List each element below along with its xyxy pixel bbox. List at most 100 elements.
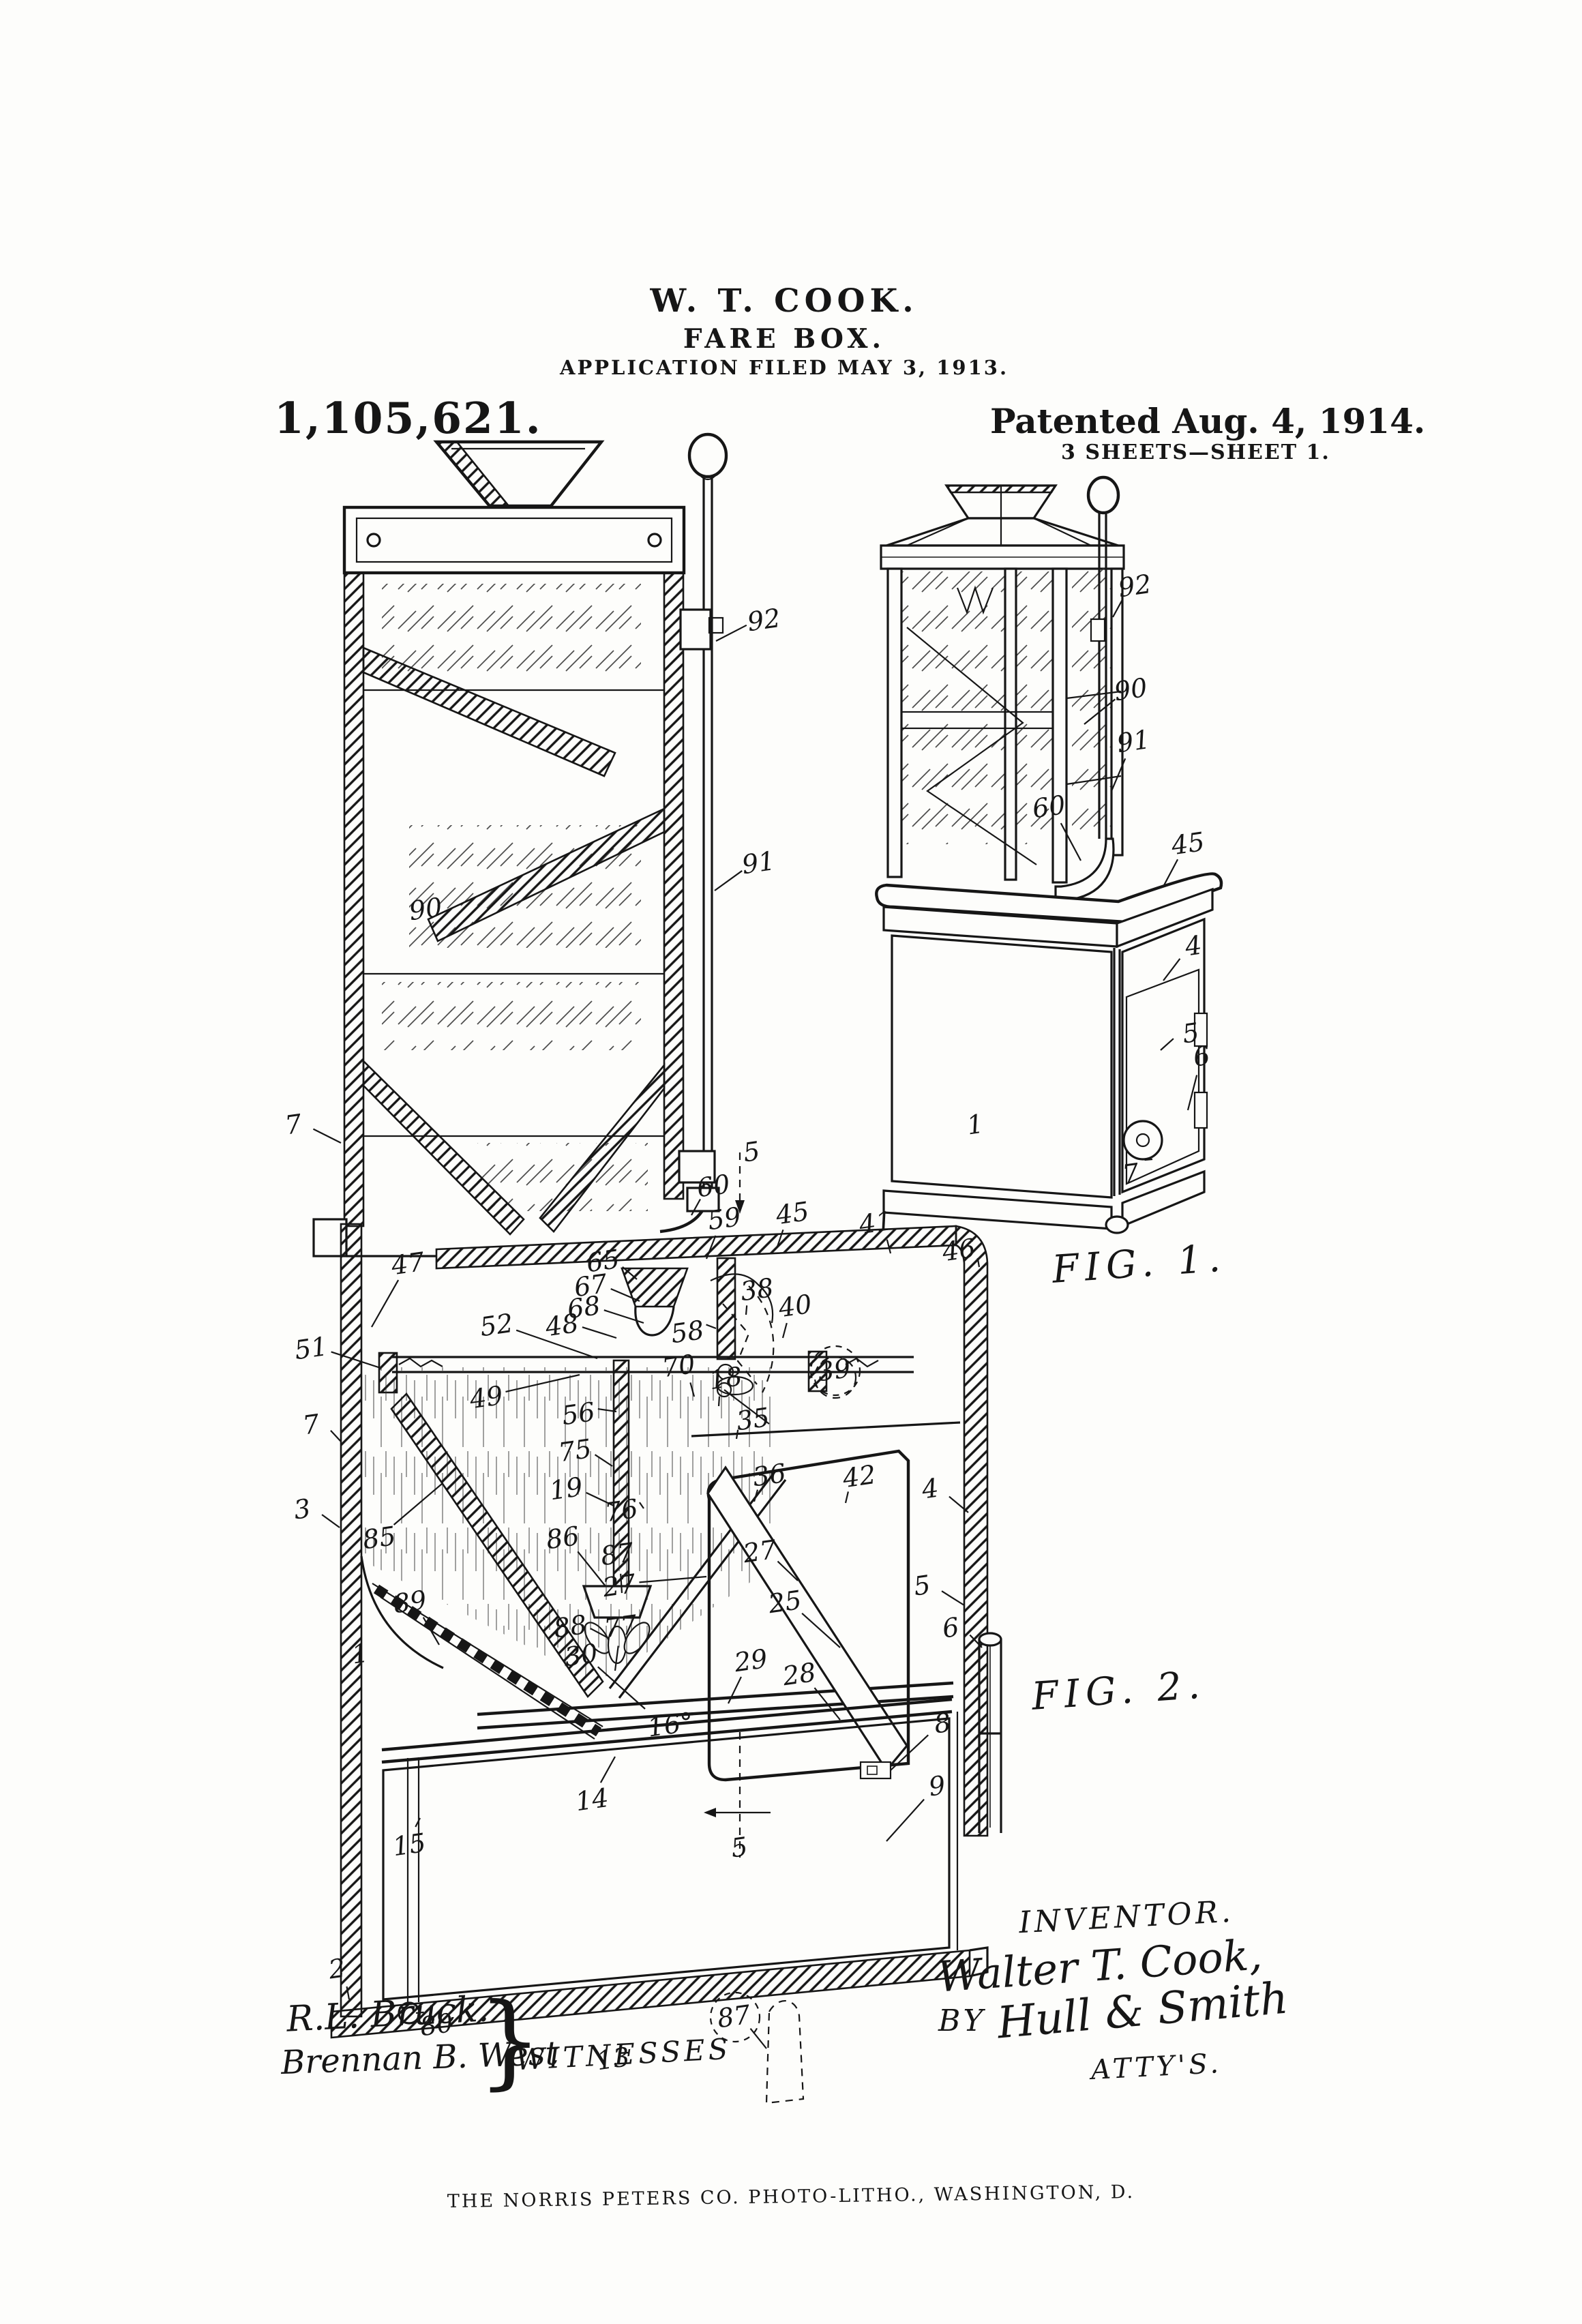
leader-line xyxy=(614,1645,619,1671)
ref-numeral-fig2-60: 60 xyxy=(695,1169,732,1203)
leader-line xyxy=(594,1454,613,1467)
leader-line xyxy=(777,1560,799,1581)
leader-line xyxy=(330,1429,342,1442)
fig2-caption: FIG. 2. xyxy=(1030,1663,1208,1719)
leader-line xyxy=(890,1734,929,1771)
leader-line xyxy=(844,1491,849,1504)
ref-numeral-fig1-6: 6 xyxy=(1191,1041,1212,1073)
ref-numeral-fig2-6: 6 xyxy=(940,1612,961,1644)
ref-numeral-fig2-47: 47 xyxy=(389,1247,427,1281)
ref-numeral-fig2-1: 1 xyxy=(350,1638,370,1670)
ref-numeral-fig2-18: 18 xyxy=(707,1361,744,1395)
leader-line xyxy=(1163,859,1179,887)
leader-line xyxy=(949,1495,969,1513)
leader-line xyxy=(753,1489,759,1502)
ref-numeral-fig2-49: 49 xyxy=(467,1380,505,1414)
leader-line xyxy=(620,1573,623,1594)
ref-numeral-fig2-36: 36 xyxy=(751,1458,788,1492)
leader-line xyxy=(393,1483,443,1525)
leader-line xyxy=(781,1322,788,1339)
ref-numeral-fig2-7: 7 xyxy=(283,1109,304,1141)
leader-line xyxy=(801,1612,841,1648)
leader-line xyxy=(415,2011,424,2014)
leader-line xyxy=(886,1239,892,1254)
leader-line xyxy=(622,1266,638,1280)
leader-line xyxy=(728,1676,742,1704)
leader-line xyxy=(814,1687,841,1720)
by-label: BY xyxy=(938,2003,987,2038)
ref-numeral-fig2-85: 85 xyxy=(361,1521,398,1555)
ref-numeral-fig2-3: 3 xyxy=(292,1493,312,1525)
ref-numeral-fig2-41: 41 xyxy=(856,1206,894,1240)
ref-numeral-fig2-14: 14 xyxy=(573,1783,610,1817)
ref-numeral-fig2-91: 91 xyxy=(740,846,777,880)
leader-line xyxy=(331,1351,381,1369)
ref-numeral-fig2-5: 5 xyxy=(912,1570,932,1602)
ref-numeral-fig2-28: 28 xyxy=(780,1657,818,1691)
ref-numeral-fig1-45: 45 xyxy=(1169,826,1206,861)
ref-numeral-fig2-27: 27 xyxy=(741,1534,779,1569)
ref-numeral-fig2-13: 13 xyxy=(595,2042,631,2076)
leader-line xyxy=(599,1756,616,1783)
ref-numeral-fig2-27: 27 xyxy=(600,1568,638,1603)
ref-numeral-fig2-9: 9 xyxy=(927,1770,947,1802)
ref-numeral-fig2-48: 48 xyxy=(543,1308,580,1342)
ref-numeral-fig2-7: 7 xyxy=(301,1409,322,1441)
leader-line xyxy=(582,1326,617,1339)
application-line: APPLICATION FILED MAY 3, 1913. xyxy=(559,356,1009,379)
ref-numeral-fig2-5: 5 xyxy=(741,1136,762,1168)
leader-line xyxy=(597,1666,646,1710)
leader-line xyxy=(603,1309,644,1324)
leader-line xyxy=(691,1198,701,1216)
leader-line xyxy=(1163,958,1181,981)
ref-numeral-fig2-68: 68 xyxy=(565,1290,602,1324)
ref-numeral-fig2-39: 39 xyxy=(816,1353,852,1387)
patent-date: Patented Aug. 4, 1914. xyxy=(990,401,1426,441)
ref-numeral-fig2-35: 35 xyxy=(734,1402,771,1436)
leader-line xyxy=(1060,822,1081,861)
ref-numeral-fig2-88: 88 xyxy=(552,1609,588,1643)
ref-numeral-fig2-59: 59 xyxy=(706,1202,743,1236)
ref-numeral-fig1-91: 91 xyxy=(1115,724,1152,758)
ref-numeral-fig2-19: 19 xyxy=(548,1472,584,1506)
leader-line xyxy=(689,1382,696,1397)
ref-numeral-fig2-4: 4 xyxy=(919,1473,940,1505)
leader-line xyxy=(1110,758,1126,792)
leader-line xyxy=(516,1329,598,1360)
ref-numeral-fig2-92: 92 xyxy=(745,603,782,637)
leader-line xyxy=(312,1128,342,1144)
ref-numeral-fig2-52: 52 xyxy=(478,1308,515,1342)
invention-title: FARE BOX. xyxy=(683,323,886,355)
leader-line xyxy=(1084,698,1116,725)
leader-line xyxy=(714,870,743,891)
leader-line xyxy=(590,1628,609,1639)
leader-line xyxy=(586,1491,614,1506)
dashed-circle xyxy=(709,1991,761,2043)
ref-numeral-fig2-30: 30 xyxy=(563,1638,599,1672)
leader-line xyxy=(1186,1075,1198,1111)
ref-numeral-fig1-7: 7 xyxy=(1120,1158,1141,1190)
leader-line xyxy=(597,1407,617,1413)
patent-number: 1,105,621. xyxy=(274,393,542,443)
witnesses-brace: } xyxy=(477,1982,543,2100)
dashed-circle xyxy=(809,1345,861,1397)
leader-line xyxy=(1160,1038,1174,1051)
ref-numeral-fig2-2: 2 xyxy=(326,1953,347,1985)
ref-numeral-fig2-5: 5 xyxy=(729,1832,749,1864)
ref-numeral-fig2-38: 38 xyxy=(738,1272,775,1307)
ref-numeral-fig2-90: 90 xyxy=(407,892,444,926)
ref-numeral-fig1-60: 60 xyxy=(1030,790,1067,824)
ref-numeral-fig1-90: 90 xyxy=(1112,672,1149,706)
leader-line xyxy=(610,1287,640,1302)
ref-numeral-fig2-40: 40 xyxy=(776,1289,814,1323)
ref-numeral-fig2-56: 56 xyxy=(560,1397,597,1431)
leader-line xyxy=(577,1551,606,1587)
ref-numeral-fig2-86: 86 xyxy=(544,1521,581,1555)
ref-numeral-fig2-75: 75 xyxy=(556,1433,593,1468)
leader-line xyxy=(886,1798,925,1842)
ref-numeral-fig2-16°: 16° xyxy=(646,1707,696,1743)
leader-line xyxy=(705,1235,717,1260)
ref-numeral-fig2-15: 15 xyxy=(391,1828,428,1862)
